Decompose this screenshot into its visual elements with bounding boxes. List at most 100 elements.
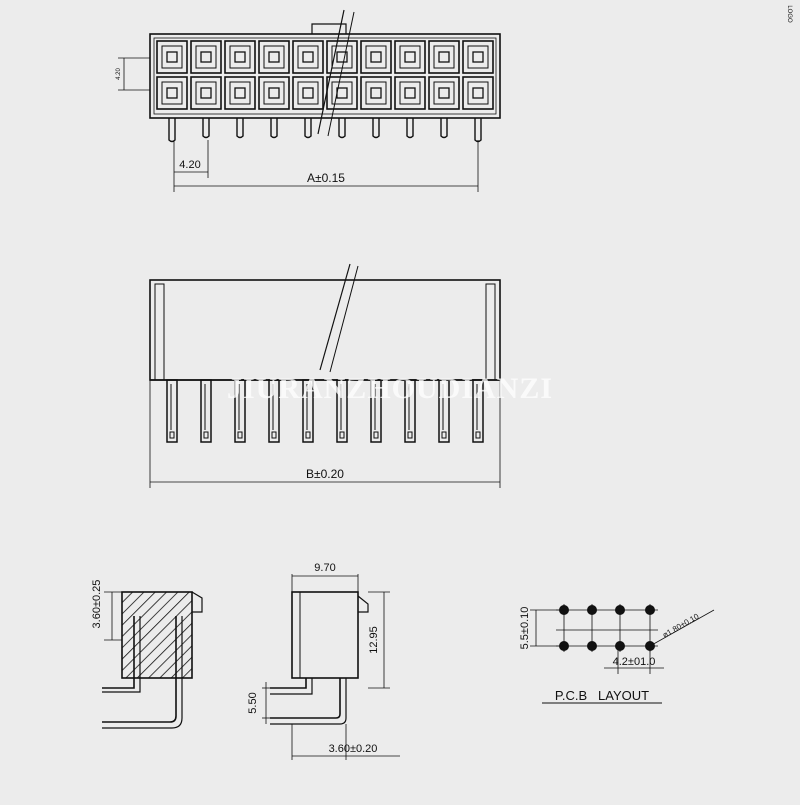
terminal-square bbox=[268, 51, 280, 63]
cavity bbox=[224, 76, 256, 110]
cavity-inner bbox=[467, 45, 489, 69]
top-view-pin bbox=[168, 118, 176, 143]
side-view-left-pin-lower bbox=[102, 616, 177, 723]
front-view-pin bbox=[438, 379, 450, 443]
cavity bbox=[292, 76, 324, 110]
side-left-height-label: 3.60±0.25 bbox=[91, 580, 103, 629]
cavity bbox=[326, 40, 358, 74]
top-view-latch bbox=[311, 23, 347, 34]
cavity-inner bbox=[433, 81, 455, 105]
front-view-diagonal-line-a bbox=[319, 263, 351, 371]
pcb-row-spacing-label: 5.5±0.10 bbox=[519, 607, 531, 650]
terminal-square bbox=[404, 51, 416, 63]
cavity-inner bbox=[399, 81, 421, 105]
cavity-inner bbox=[161, 45, 183, 69]
top-view-pin bbox=[304, 118, 312, 139]
cavity bbox=[258, 40, 290, 74]
cavity-inner bbox=[195, 45, 217, 69]
front-view-pin-tip bbox=[305, 431, 311, 439]
cavity-inner bbox=[161, 81, 183, 105]
front-view-pin-tip bbox=[339, 431, 345, 439]
cavity-inner bbox=[365, 81, 387, 105]
terminal-square bbox=[166, 87, 178, 99]
front-view-pin-tip bbox=[271, 431, 277, 439]
cavity-inner bbox=[263, 45, 285, 69]
side-view-right-pin-upper bbox=[270, 678, 307, 689]
side-view-right-body bbox=[291, 591, 359, 679]
cavity bbox=[190, 76, 222, 110]
cavity bbox=[258, 76, 290, 110]
top-view-housing-inner bbox=[153, 37, 497, 115]
top-view-pin bbox=[406, 118, 414, 139]
side-right-depth-label: 9.70 bbox=[314, 562, 335, 574]
side-view-right-pin-lower bbox=[270, 678, 341, 719]
pcb-hole-leader bbox=[649, 609, 715, 647]
top-view-housing bbox=[149, 33, 501, 119]
cavity bbox=[156, 40, 188, 74]
pcb-hole bbox=[587, 641, 597, 651]
cavity bbox=[224, 40, 256, 74]
front-view-pin bbox=[234, 379, 246, 443]
front-view-pin bbox=[336, 379, 348, 443]
front-view-pin-tip bbox=[407, 431, 413, 439]
top-view-pin bbox=[270, 118, 278, 139]
top-view-pin bbox=[440, 118, 448, 139]
side-view-right-pin-upper-inner bbox=[270, 678, 313, 695]
front-view-pin-tip bbox=[203, 431, 209, 439]
side-right-pin-offset-label: 5.50 bbox=[247, 692, 259, 713]
side-view-right-pin-lower-inner bbox=[270, 678, 347, 725]
top-view-pin bbox=[338, 118, 346, 139]
cavity bbox=[360, 76, 392, 110]
cavity bbox=[360, 40, 392, 74]
terminal-square bbox=[472, 51, 484, 63]
cavity-inner bbox=[263, 81, 285, 105]
side-view-left-pin-lower-inner bbox=[102, 616, 183, 729]
side-view-left-latch bbox=[191, 591, 203, 613]
cavity-inner bbox=[331, 81, 353, 105]
terminal-square bbox=[234, 51, 246, 63]
cavity-inner bbox=[399, 45, 421, 69]
cavity-inner bbox=[467, 81, 489, 105]
front-view-pin-tip bbox=[475, 431, 481, 439]
front-view-pin bbox=[200, 379, 212, 443]
front-view-pin bbox=[404, 379, 416, 443]
terminal-square bbox=[472, 87, 484, 99]
side-view-left-pin-upper-inner bbox=[102, 616, 141, 693]
terminal-square bbox=[200, 51, 212, 63]
terminal-square bbox=[336, 51, 348, 63]
cavity-inner bbox=[229, 81, 251, 105]
front-view-pin bbox=[166, 379, 178, 443]
top-view-pin bbox=[202, 118, 210, 139]
terminal-square bbox=[302, 51, 314, 63]
terminal-square bbox=[404, 87, 416, 99]
front-view-pin-tip bbox=[237, 431, 243, 439]
terminal-square bbox=[200, 87, 212, 99]
cavity bbox=[394, 40, 426, 74]
terminal-square bbox=[370, 51, 382, 63]
side-view-left-pin-upper bbox=[102, 616, 135, 689]
length-a-label: A±0.15 bbox=[307, 171, 345, 185]
front-view-pins bbox=[166, 379, 484, 443]
side-right-base-label: 3.60±0.20 bbox=[329, 743, 378, 755]
cavity bbox=[292, 40, 324, 74]
front-view-pin bbox=[370, 379, 382, 443]
side-view-right bbox=[262, 574, 400, 760]
pcb-layout bbox=[530, 604, 715, 674]
front-view-right-wall bbox=[485, 283, 496, 381]
cavity-inner bbox=[195, 81, 217, 105]
front-view-left-wall bbox=[154, 283, 165, 381]
terminal-square bbox=[166, 51, 178, 63]
cavity bbox=[190, 40, 222, 74]
front-view-diagonal-line-b bbox=[329, 265, 359, 373]
watermark-text: JIURANZHOUDIANZI bbox=[227, 372, 553, 405]
cavity bbox=[428, 40, 460, 74]
corner-mark: LOGO bbox=[786, 5, 792, 23]
cavity bbox=[462, 40, 494, 74]
pcb-hole bbox=[645, 605, 655, 615]
top-view-diagonal-line-b bbox=[327, 11, 355, 137]
cavity bbox=[462, 76, 494, 110]
row-pitch-label: 4.20 bbox=[116, 68, 122, 80]
side-right-height-label: 12.95 bbox=[368, 626, 380, 654]
top-view-diagonal-line-a bbox=[317, 9, 345, 135]
